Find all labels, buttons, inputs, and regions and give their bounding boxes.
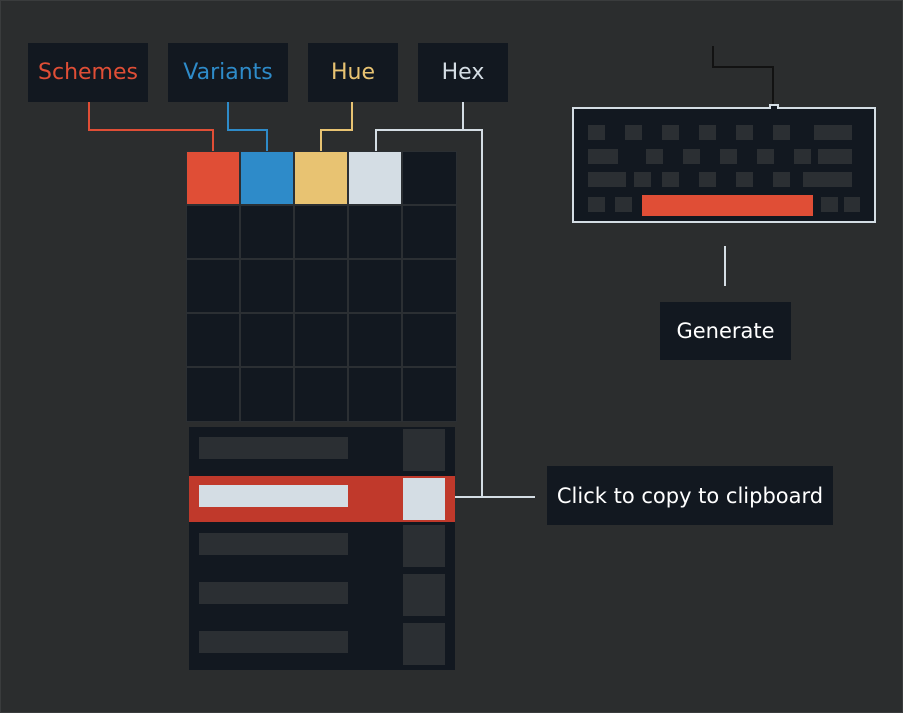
- list-item-selected[interactable]: [189, 476, 455, 522]
- grid-cell[interactable]: [403, 206, 456, 258]
- grid-cell[interactable]: [349, 368, 401, 421]
- key: [588, 172, 626, 187]
- list-item[interactable]: [189, 621, 455, 669]
- copy-swatch-button[interactable]: [403, 525, 445, 567]
- grid-cell[interactable]: [295, 260, 347, 312]
- grid-cell[interactable]: [241, 368, 293, 421]
- hex-to-copy-connector: [463, 129, 535, 498]
- schemes-label: Schemes: [28, 43, 148, 102]
- keyboard-top-connector: [712, 46, 774, 106]
- hue-connector: [320, 102, 353, 151]
- grid-cell[interactable]: [349, 314, 401, 366]
- key: [588, 149, 618, 164]
- grid-cell[interactable]: [187, 368, 239, 421]
- keyboard-notch: [769, 104, 779, 109]
- grid-cell[interactable]: [295, 206, 347, 258]
- grid-cell[interactable]: [187, 314, 239, 366]
- grid-cell[interactable]: [241, 260, 293, 312]
- hex-label: Hex: [418, 43, 508, 102]
- variants-connector: [227, 102, 268, 151]
- list-item[interactable]: [189, 523, 455, 571]
- list-item-name-placeholder: [199, 631, 348, 653]
- copy-swatch-button[interactable]: [403, 623, 445, 665]
- key: [803, 172, 852, 187]
- key: [699, 172, 716, 187]
- key: [683, 149, 700, 164]
- list-item-name-placeholder: [199, 582, 348, 604]
- grid-cell[interactable]: [403, 368, 456, 421]
- grid-cell[interactable]: [187, 206, 239, 258]
- copy-swatch-button[interactable]: [403, 574, 445, 616]
- hex-swatch[interactable]: [349, 152, 401, 204]
- hue-label: Hue: [308, 43, 398, 102]
- grid-cell[interactable]: [349, 260, 401, 312]
- keyboard-icon: [572, 104, 876, 223]
- grid-cell[interactable]: [241, 314, 293, 366]
- key: [588, 125, 605, 140]
- key: [844, 197, 860, 212]
- list-item-name-placeholder: [199, 437, 348, 459]
- key: [662, 172, 679, 187]
- key: [794, 149, 811, 164]
- key: [773, 125, 790, 140]
- schemes-connector: [88, 102, 214, 151]
- key: [773, 172, 790, 187]
- grid-cell[interactable]: [403, 314, 456, 366]
- variants-label: Variants: [168, 43, 288, 102]
- variant-swatch[interactable]: [241, 152, 293, 204]
- key: [634, 172, 651, 187]
- list-item[interactable]: [189, 427, 455, 474]
- hex-connector: [375, 102, 464, 151]
- key: [625, 125, 642, 140]
- list-item[interactable]: [189, 572, 455, 620]
- key: [646, 149, 663, 164]
- list-item-name-placeholder: [199, 485, 348, 507]
- grid-cell[interactable]: [403, 260, 456, 312]
- key: [720, 149, 737, 164]
- hue-swatch[interactable]: [295, 152, 347, 204]
- key: [821, 197, 838, 212]
- color-list: [189, 427, 455, 670]
- grid-cell[interactable]: [295, 368, 347, 421]
- color-grid: [186, 151, 457, 422]
- key: [818, 149, 852, 164]
- scheme-swatch[interactable]: [187, 152, 239, 204]
- copy-swatch-button[interactable]: [403, 429, 445, 471]
- key: [662, 125, 679, 140]
- grid-cell[interactable]: [241, 206, 293, 258]
- copy-swatch-button[interactable]: [403, 478, 445, 520]
- key: [736, 125, 753, 140]
- key: [615, 197, 632, 212]
- spacebar-key: [642, 195, 813, 216]
- list-item-name-placeholder: [199, 533, 348, 555]
- key: [757, 149, 774, 164]
- key: [588, 197, 605, 212]
- copy-to-clipboard-label: Click to copy to clipboard: [547, 466, 833, 525]
- key: [736, 172, 753, 187]
- generate-label: Generate: [660, 302, 791, 360]
- grid-cell[interactable]: [349, 206, 401, 258]
- key: [699, 125, 716, 140]
- grid-cell[interactable]: [403, 152, 456, 204]
- grid-cell[interactable]: [295, 314, 347, 366]
- grid-cell[interactable]: [187, 260, 239, 312]
- key: [814, 125, 852, 140]
